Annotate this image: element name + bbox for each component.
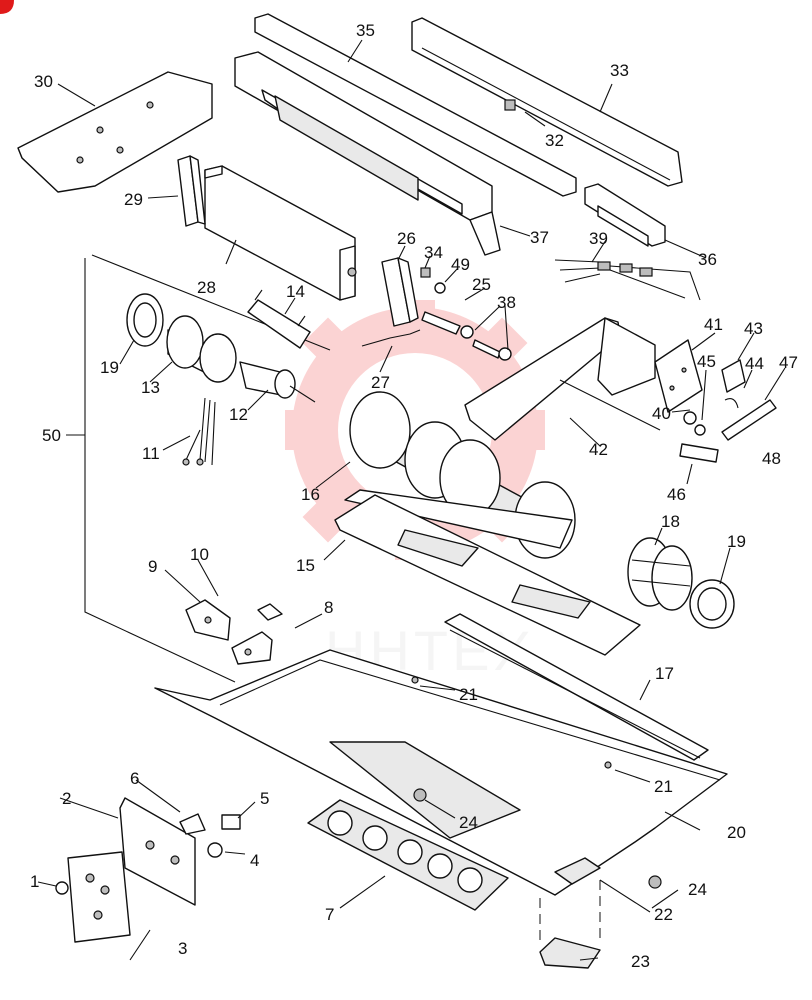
- part-number-labels: 30 29 35 33 32 28 37 36 26 34 49 25 38 1…: [30, 21, 798, 971]
- label-40: 40: [652, 404, 671, 423]
- label-10: 10: [190, 545, 209, 564]
- label-9: 9: [148, 557, 157, 576]
- part-8-bracket: [231, 631, 273, 665]
- label-44: 44: [745, 354, 764, 373]
- part-9-bracket: [185, 599, 231, 641]
- label-6: 6: [130, 769, 139, 788]
- label-38: 38: [497, 293, 516, 312]
- part-23-filter: [539, 880, 601, 969]
- part-10-bracket: [257, 603, 283, 621]
- label-1: 1: [30, 872, 39, 891]
- part-19-ring-right: [689, 579, 735, 629]
- part-16-blower-housing: [344, 391, 576, 559]
- part-14-clamp: [247, 289, 311, 349]
- leader-lines: [37, 39, 786, 961]
- part-3-plate: [67, 851, 131, 943]
- label-26: 26: [397, 229, 416, 248]
- parts-43-44-45-46-47-48: [679, 359, 777, 463]
- label-48: 48: [762, 449, 781, 468]
- label-49: 49: [451, 255, 470, 274]
- label-33: 33: [610, 61, 629, 80]
- label-23: 23: [631, 952, 650, 971]
- label-8: 8: [324, 598, 333, 617]
- label-15: 15: [296, 556, 315, 575]
- part-32-clip: [504, 99, 516, 111]
- label-25: 25: [472, 275, 491, 294]
- label-4: 4: [250, 851, 259, 870]
- label-3: 3: [178, 939, 187, 958]
- part-35-front-panel: [234, 13, 577, 256]
- label-21-top: 21: [459, 685, 478, 704]
- label-28: 28: [197, 278, 216, 297]
- corner-mark: [0, 0, 14, 14]
- part-36-end-bracket: [584, 183, 666, 247]
- label-18: 18: [661, 512, 680, 531]
- parts-1-4-5-6-hardware: [55, 813, 241, 895]
- label-41: 41: [704, 315, 723, 334]
- label-50: 50: [42, 426, 61, 445]
- label-12: 12: [229, 405, 248, 424]
- part-42-blower-mount: [464, 317, 661, 441]
- part-39-wire-set: [554, 259, 701, 301]
- label-11: 11: [142, 444, 160, 463]
- label-16: 16: [301, 485, 320, 504]
- label-35: 35: [356, 21, 375, 40]
- label-37: 37: [530, 228, 549, 247]
- part-28-heater-box: [204, 165, 357, 301]
- part-2-mounting-plate: [119, 797, 196, 906]
- label-47: 47: [779, 353, 798, 372]
- part-26-block: [381, 257, 419, 327]
- part-29-bracket: [177, 155, 206, 227]
- part-19-ring-left: [126, 293, 164, 347]
- label-24-center: 24: [459, 813, 478, 832]
- label-22: 22: [654, 905, 673, 924]
- label-36: 36: [698, 250, 717, 269]
- label-46: 46: [667, 485, 686, 504]
- part-7-grille: [307, 799, 509, 911]
- label-30: 30: [34, 72, 53, 91]
- label-17: 17: [655, 664, 674, 683]
- label-34: 34: [424, 243, 443, 262]
- part-17-rail: [444, 613, 709, 761]
- label-19-left: 19: [100, 358, 119, 377]
- part-11-wire-harness: [182, 397, 216, 466]
- part-41-control-board: [654, 339, 703, 413]
- label-13: 13: [141, 378, 160, 397]
- label-2: 2: [62, 789, 71, 808]
- label-21-bottom: 21: [654, 777, 673, 796]
- part-15-drain-pan: [334, 494, 641, 656]
- label-5: 5: [260, 789, 269, 808]
- part-12-motor: [239, 361, 316, 403]
- part-20-base-cabinet: [154, 649, 728, 896]
- part-30-mounting-bracket: [17, 71, 213, 193]
- label-29: 29: [124, 190, 143, 209]
- label-42: 42: [589, 440, 608, 459]
- label-43: 43: [744, 319, 763, 338]
- label-19-right: 19: [727, 532, 746, 551]
- part-33-top-rail: [411, 17, 683, 187]
- small-fittings-group: [361, 267, 512, 361]
- label-45: 45: [697, 352, 716, 371]
- label-24-right: 24: [688, 880, 707, 899]
- label-20: 20: [727, 823, 746, 842]
- label-32: 32: [545, 131, 564, 150]
- label-27: 27: [371, 373, 390, 392]
- part-13-sleeve: [166, 315, 237, 383]
- label-39: 39: [589, 229, 608, 248]
- part-18-blower-wheel: [627, 537, 693, 611]
- label-14: 14: [286, 282, 305, 301]
- label-7: 7: [325, 905, 334, 924]
